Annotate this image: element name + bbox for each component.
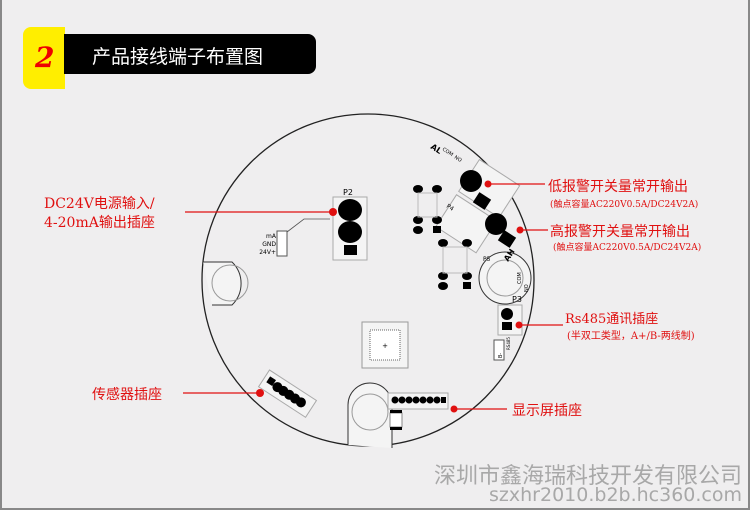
switch-s1 bbox=[389, 412, 403, 428]
callout-dots bbox=[256, 180, 524, 413]
p2-label: P2 bbox=[343, 188, 353, 197]
board-text: P4 bbox=[445, 203, 455, 213]
board-text: B- bbox=[498, 353, 504, 358]
board-shape bbox=[433, 396, 441, 404]
section-number-badge: 2 bbox=[23, 27, 65, 89]
label-power: DC24V电源输入/ bbox=[44, 196, 155, 212]
board-shape bbox=[432, 185, 442, 193]
board-text: (触点容量AC220V0.5A/DC24V2A) bbox=[550, 198, 698, 210]
board-shape bbox=[344, 245, 357, 255]
board-shape bbox=[463, 282, 471, 289]
board-shape bbox=[484, 180, 492, 188]
small-components bbox=[413, 185, 472, 290]
board-shape bbox=[432, 216, 442, 224]
label-high-alarm: 高报警开关量常开输出 bbox=[550, 223, 690, 240]
board-shape bbox=[390, 427, 402, 430]
board-shape bbox=[329, 208, 337, 216]
mount-hole-bottom bbox=[347, 382, 393, 448]
board-shape bbox=[369, 329, 401, 361]
page-title: 产品接线端子布置图 bbox=[92, 46, 264, 68]
board-shape bbox=[493, 339, 505, 361]
board-shape bbox=[435, 194, 498, 254]
board-shape bbox=[515, 321, 523, 329]
mount-hole-left-ring bbox=[211, 264, 249, 302]
board-shape bbox=[497, 230, 517, 248]
board-shape bbox=[412, 396, 420, 404]
board-shape bbox=[438, 282, 448, 290]
board-text: P3 bbox=[512, 295, 522, 304]
board-text: NO bbox=[453, 155, 463, 164]
sensor-socket bbox=[257, 369, 318, 418]
board-shape bbox=[450, 405, 458, 413]
board-shape bbox=[286, 218, 330, 233]
board-shape bbox=[417, 192, 438, 218]
board-text: GND bbox=[262, 241, 276, 248]
board-shape bbox=[419, 396, 427, 404]
board-shape bbox=[256, 389, 264, 397]
board-shape bbox=[351, 393, 389, 431]
board-shape bbox=[391, 396, 399, 404]
board-text: (半双工类型，A+/B-两线制) bbox=[567, 329, 695, 342]
board-text: 24V+ bbox=[259, 249, 276, 256]
board-shape bbox=[501, 308, 513, 320]
board-text: P5 bbox=[483, 256, 491, 263]
board-text: (触点容量AC220V0.5A/DC24V2A) bbox=[553, 241, 701, 253]
board-shape bbox=[413, 216, 423, 224]
board-shape bbox=[438, 272, 448, 280]
board-shape bbox=[338, 199, 362, 221]
low-alarm-terminal-1 bbox=[460, 170, 482, 192]
board-shape bbox=[413, 226, 423, 234]
board-shape bbox=[502, 322, 512, 330]
watermark-company: 深圳市鑫海瑞科技开发有限公司 bbox=[433, 464, 742, 489]
board-text: AL bbox=[429, 142, 443, 156]
board-shape bbox=[442, 246, 468, 274]
board-text: RS485 bbox=[506, 337, 511, 350]
board-shape bbox=[438, 239, 448, 247]
board-text: COM bbox=[441, 147, 454, 158]
board-shape bbox=[391, 396, 446, 404]
label-sensor: 传感器插座 bbox=[92, 386, 162, 403]
board-shape bbox=[398, 396, 406, 404]
board-shape bbox=[433, 226, 441, 233]
title-bar: 产品接线端子布置图 bbox=[64, 34, 316, 74]
p2-pin-legend bbox=[276, 230, 288, 257]
board-shape bbox=[266, 376, 276, 387]
label-low-alarm: 低报警开关量常开输出 bbox=[548, 179, 688, 195]
section-number: 2 bbox=[35, 41, 55, 74]
board-shape bbox=[441, 397, 446, 403]
board-shape bbox=[486, 259, 524, 297]
board-text: mA bbox=[266, 233, 277, 240]
board-shape bbox=[462, 239, 472, 247]
label-rs485: Rs485通讯插座 bbox=[565, 312, 658, 327]
board-shape bbox=[413, 185, 423, 193]
board-shape bbox=[462, 272, 472, 280]
board-shape bbox=[390, 410, 402, 413]
board-shape bbox=[405, 396, 413, 404]
callout-lines bbox=[183, 183, 563, 410]
mount-hole-left bbox=[203, 261, 242, 306]
label-display: 显示屏插座 bbox=[512, 403, 582, 419]
board-shape bbox=[295, 397, 306, 408]
high-alarm-terminal-1 bbox=[485, 213, 507, 235]
board-shape bbox=[516, 226, 524, 234]
board-text: COM bbox=[517, 272, 523, 284]
board-shape bbox=[266, 376, 306, 408]
board-text: NO bbox=[524, 284, 530, 292]
board-shape: + bbox=[382, 342, 388, 350]
label-power-2: 4-20mA输出插座 bbox=[44, 215, 155, 231]
board-shape bbox=[426, 396, 434, 404]
board-shape bbox=[472, 192, 492, 210]
watermark-url: szxhr2010.b2b.hc360.com bbox=[489, 484, 742, 506]
board-shape bbox=[338, 221, 362, 243]
